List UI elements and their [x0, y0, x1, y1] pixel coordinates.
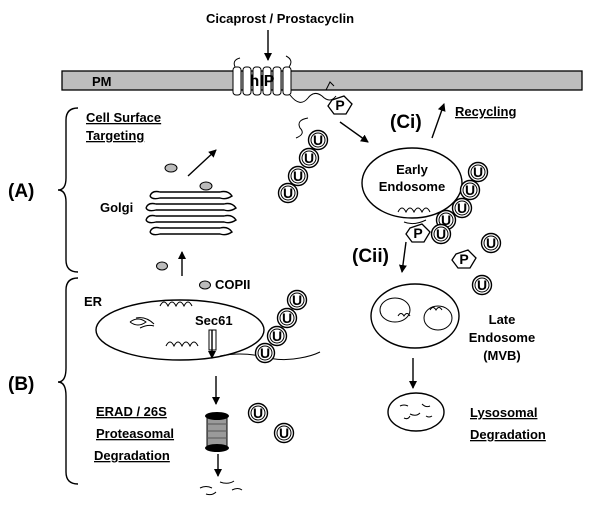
cii-label: (Cii)	[352, 246, 389, 267]
svg-text:U: U	[473, 164, 483, 180]
ligand-title: Cicaprost / Prostacyclin	[206, 11, 354, 26]
svg-text:U: U	[465, 182, 475, 198]
ubiquitin-chain-receptor: U U U U	[277, 129, 329, 204]
section-b-label: (B)	[8, 374, 34, 395]
hip-receptor	[232, 55, 337, 103]
sec61-label: Sec61	[195, 313, 233, 328]
golgi-exit-arrow	[187, 149, 217, 177]
mvb-label: (MVB)	[483, 348, 521, 363]
golgi-stack	[145, 190, 237, 236]
svg-text:P: P	[459, 251, 468, 267]
copii-vesicle-2	[199, 280, 211, 290]
proteasome-26s	[205, 412, 229, 452]
internalization-arrow	[339, 121, 369, 143]
golgi-vesicle-1	[164, 163, 178, 173]
free-ubiquitin-endosome: U U	[471, 232, 502, 296]
lysosome-fragments	[399, 403, 433, 420]
mvb-vesicle-1	[379, 297, 411, 323]
copii-label: COPII	[215, 277, 250, 292]
recycling-arrow	[431, 103, 446, 139]
plasma-membrane	[61, 70, 583, 91]
svg-text:U: U	[283, 185, 293, 201]
svg-text:U: U	[457, 200, 467, 216]
cell-surface-label: Cell Surface	[86, 110, 161, 125]
proteasomal-label: Proteasomal	[96, 426, 174, 441]
svg-text:U: U	[272, 328, 282, 344]
svg-text:P: P	[413, 225, 422, 241]
lysosomal-degradation-label: Degradation	[470, 427, 546, 442]
svg-text:U: U	[313, 132, 323, 148]
ubiquitin-chain-er: U U U U	[254, 289, 308, 364]
svg-text:U: U	[486, 235, 496, 251]
er-label: ER	[84, 294, 103, 309]
svg-text:P: P	[335, 97, 344, 113]
section-a-label: (A)	[8, 181, 34, 202]
endosome-label: Endosome	[379, 179, 445, 194]
lysosomal-label: Lysosomal	[470, 405, 537, 420]
svg-text:U: U	[304, 150, 314, 166]
bracket-a	[57, 107, 79, 273]
svg-text:U: U	[260, 345, 270, 361]
phosphate-symbol-endosome: P	[405, 223, 431, 243]
endosome-receptor	[397, 207, 431, 225]
phosphate-symbol-free: P	[451, 249, 477, 269]
lysosome	[387, 392, 445, 432]
svg-text:U: U	[477, 277, 487, 293]
svg-text:U: U	[292, 292, 302, 308]
early-endosome	[361, 147, 463, 219]
erad-label: ERAD / 26S	[96, 404, 167, 419]
er-membrane	[95, 299, 265, 361]
er-receptor-coils	[129, 301, 199, 348]
ubiquitin-chain-endosome: U U U U	[435, 161, 489, 231]
hip-label: hIP	[250, 73, 275, 90]
svg-text:U: U	[293, 168, 303, 184]
copii-vesicle-1	[156, 261, 168, 271]
golgi-label: Golgi	[100, 200, 133, 215]
late-endosome-label: Endosome	[469, 330, 535, 345]
mvb-vesicle-2	[423, 305, 453, 331]
svg-text:U: U	[436, 226, 446, 242]
mvb-cargo	[397, 307, 443, 317]
svg-text:U: U	[282, 310, 292, 326]
targeting-label: Targeting	[86, 128, 144, 143]
early-label: Early	[396, 162, 429, 177]
retrotranslocated-chain	[219, 351, 321, 361]
erad-degradation-label: Degradation	[94, 448, 170, 463]
pm-label: PM	[92, 74, 112, 89]
receptor-tail	[295, 117, 309, 139]
recycling-label: Recycling	[455, 104, 516, 119]
golgi-vesicle-2	[199, 181, 213, 191]
late-endosome-arrow	[398, 241, 407, 273]
svg-text:U: U	[253, 405, 263, 421]
peptide-fragments	[199, 480, 243, 496]
svg-text:U: U	[441, 212, 451, 228]
svg-text:U: U	[279, 425, 289, 441]
ci-label: (Ci)	[390, 112, 422, 133]
ubiquitin-endosome-free: U	[430, 223, 452, 245]
late-label: Late	[489, 312, 516, 327]
bracket-b	[57, 277, 79, 485]
free-ubiquitin-erad: U U	[247, 402, 295, 444]
phosphate-symbol-receptor: P	[327, 95, 353, 115]
